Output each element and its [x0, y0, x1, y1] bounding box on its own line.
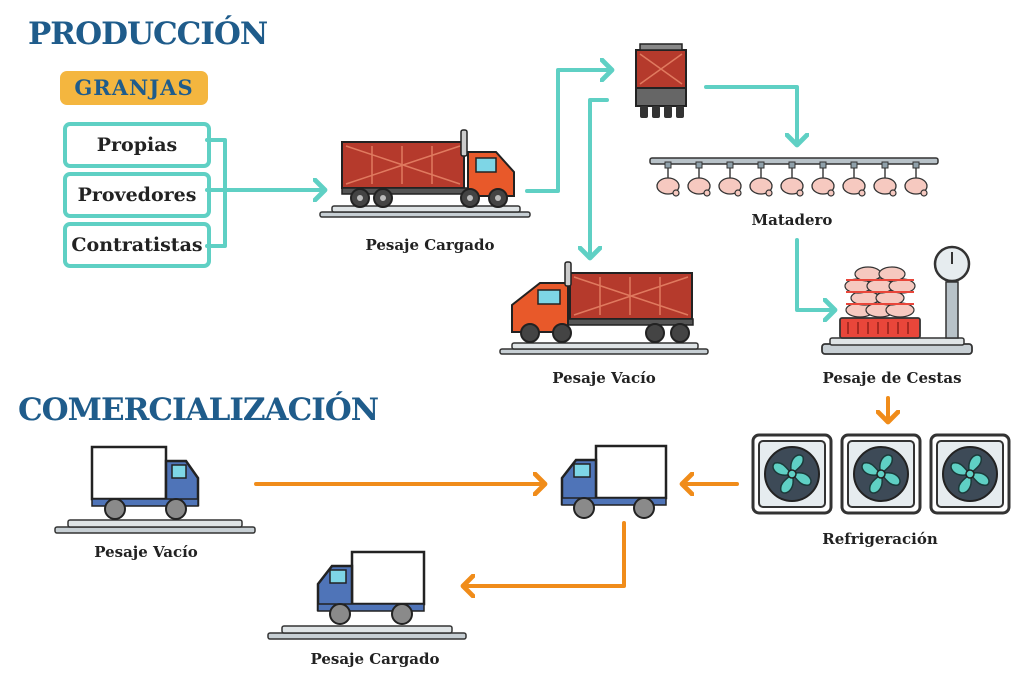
shackle-icon — [726, 161, 734, 169]
caption-slaughterhouse: Matadero — [751, 211, 833, 229]
hanging-chicken-icon — [842, 167, 866, 197]
hanging-chicken-icon — [780, 167, 804, 197]
arrow-to-empty-weighing — [590, 98, 609, 258]
hanging-chicken-icon — [873, 167, 897, 197]
caption-empty-weighing: Pesaje Vacío — [552, 369, 656, 387]
shackle-icon — [757, 161, 765, 169]
production-title: PRODUCCIÓN — [28, 16, 268, 52]
unloading-truck-icon — [635, 43, 687, 118]
hanging-chicken-icon — [656, 167, 680, 197]
hanging-chicken-icon — [811, 167, 835, 197]
arrow-to-slaughterhouse — [704, 85, 797, 145]
shackle-icon — [850, 161, 858, 169]
commercialization-title: COMERCIALIZACIÓN — [18, 392, 379, 428]
hanging-chicken-icon — [749, 167, 773, 197]
slaughter-line-icon — [649, 157, 939, 197]
farm-connectors — [205, 138, 325, 248]
hanging-chicken-icon — [718, 167, 742, 197]
source-suppliers: Provedores — [63, 172, 211, 218]
caption-com-empty-weighing: Pesaje Vacío — [94, 543, 198, 561]
commercial-center-truck-icon — [560, 444, 668, 519]
arrow-truck-to-loaded-weighing — [463, 521, 626, 586]
shackle-icon — [695, 161, 703, 169]
arrow-to-slaughter-truck — [525, 70, 612, 193]
loaded-truck-icon — [319, 129, 531, 218]
source-own: Propias — [63, 122, 211, 168]
shackle-icon — [664, 161, 672, 169]
source-contractors: Contratistas — [63, 222, 211, 268]
hanging-chicken-icon — [904, 167, 928, 197]
caption-com-loaded-weighing: Pesaje Cargado — [310, 650, 440, 668]
hanging-chicken-icon — [687, 167, 711, 197]
arrow-to-basket-weighing — [795, 238, 835, 310]
caption-refrigeration: Refrigeración — [822, 530, 938, 548]
refrigeration-icon — [751, 433, 1011, 515]
shackle-icon — [912, 161, 920, 169]
caption-loaded-weighing: Pesaje Cargado — [365, 236, 495, 254]
commercial-empty-truck-icon — [54, 445, 256, 534]
shackle-icon — [819, 161, 827, 169]
caption-basket-weighing: Pesaje de Cestas — [822, 369, 962, 387]
farms-badge: GRANJAS — [60, 71, 208, 105]
basket-scale-icon — [821, 245, 973, 355]
shackle-icon — [788, 161, 796, 169]
commercial-loaded-truck-icon — [267, 550, 467, 640]
empty-truck-icon — [499, 261, 709, 355]
shackle-icon — [881, 161, 889, 169]
